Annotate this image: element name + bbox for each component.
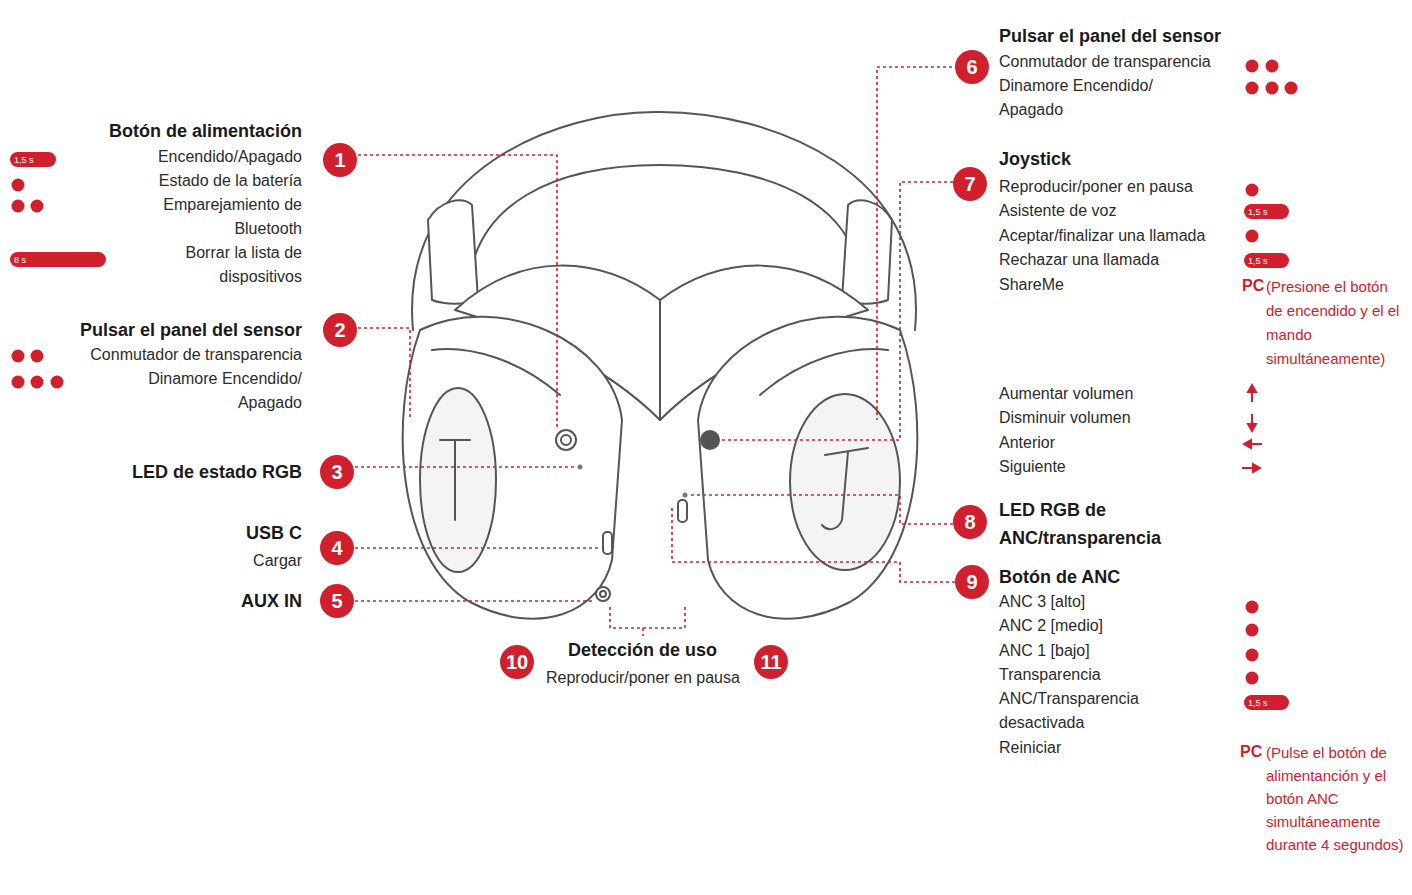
function-text: Anterior	[999, 431, 1055, 455]
function-text: Borrar la lista de dispositivos	[127, 241, 302, 289]
part-name: Detección de uso	[568, 637, 717, 663]
callout-number: 2	[323, 313, 357, 347]
long-press-bar: 1,5 s	[1244, 204, 1289, 219]
function-text: Transparencia	[999, 663, 1101, 687]
function-text: ANC 1 [bajo]	[999, 639, 1090, 663]
function-text: Cargar	[253, 549, 302, 573]
callout-number: 4	[320, 531, 354, 565]
function-text: Reproducir/poner en pausa	[999, 175, 1193, 199]
function-text: ShareMe	[999, 273, 1064, 297]
part-name: Joystick	[999, 146, 1071, 172]
function-text: ANC 3 [alto]	[999, 590, 1085, 614]
callout-number: 9	[955, 565, 989, 599]
callout-number: 3	[320, 455, 354, 489]
callout-number: 6	[955, 50, 989, 84]
callout-number-text: 5	[331, 591, 342, 611]
function-text: (Presione el botón de encendido y el el …	[1266, 275, 1408, 371]
callout-number: 1	[323, 143, 357, 177]
duration-text: 1,5 s	[10, 155, 34, 165]
function-text: Emparejamiento de Bluetooth	[127, 193, 302, 241]
function-text: Aceptar/finalizar una llamada	[999, 224, 1205, 248]
callout-number: 8	[953, 505, 987, 539]
long-press-bar: 8 s	[10, 252, 106, 267]
callout-number: 10	[500, 645, 534, 679]
function-text: Estado de la batería	[159, 169, 302, 193]
callout-number-text: 8	[964, 512, 975, 532]
function-text: Dinamore Encendido/ Apagado	[999, 74, 1184, 122]
part-name: Botón de alimentación	[109, 118, 302, 144]
function-text: Dinamore Encendido/ Apagado	[117, 367, 302, 415]
function-text: ANC 2 [medio]	[999, 614, 1103, 638]
function-text: Reiniciar	[999, 736, 1061, 760]
part-name: PC	[1240, 740, 1262, 764]
part-name: LED de estado RGB	[132, 459, 302, 485]
callout-number-text: 7	[964, 174, 975, 194]
callout-number-text: 11	[760, 652, 781, 672]
function-text: Conmutador de transparencia	[999, 50, 1211, 74]
long-press-bar: 1,5 s	[1244, 695, 1289, 710]
long-press-bar: 1,5 s	[10, 152, 56, 167]
part-name: Pulsar el panel del sensor	[80, 317, 302, 343]
function-text: Siguiente	[999, 455, 1066, 479]
callout-number: 7	[953, 167, 987, 201]
duration-text: 1,5 s	[1244, 698, 1268, 708]
function-text: Encendido/Apagado	[158, 145, 302, 169]
function-text: Asistente de voz	[999, 199, 1116, 223]
callout-number: 5	[320, 584, 354, 618]
function-text: Aumentar volumen	[999, 382, 1133, 406]
function-text: (Pulse el botón de alimentanción y el bo…	[1266, 741, 1408, 856]
function-text: Rechazar una llamada	[999, 248, 1159, 272]
callout-number-text: 2	[334, 320, 345, 340]
function-text: ANC/Transparencia desactivada	[999, 687, 1174, 735]
duration-text: 1,5 s	[1244, 256, 1268, 266]
part-name: AUX IN	[241, 588, 302, 614]
callout-number-text: 1	[334, 150, 345, 170]
callout-number: 11	[754, 645, 788, 679]
part-name: LED RGB de ANC/transparencia	[999, 496, 1199, 552]
part-name: Pulsar el panel del sensor	[999, 23, 1221, 49]
callout-number-text: 3	[331, 462, 342, 482]
function-text: Reproducir/poner en pausa	[546, 666, 740, 690]
duration-text: 1,5 s	[1244, 207, 1268, 217]
function-text: Disminuir volumen	[999, 406, 1131, 430]
part-name: USB C	[246, 520, 302, 546]
part-name: Botón de ANC	[999, 564, 1120, 590]
duration-text: 8 s	[10, 255, 26, 265]
long-press-bar: 1,5 s	[1244, 253, 1289, 268]
callout-number-text: 6	[966, 57, 977, 77]
function-text: Conmutador de transparencia	[90, 343, 302, 367]
callout-number-text: 4	[331, 538, 342, 558]
callout-number-text: 10	[506, 652, 528, 672]
callout-number-text: 9	[966, 572, 977, 592]
part-name: PC	[1242, 274, 1264, 298]
